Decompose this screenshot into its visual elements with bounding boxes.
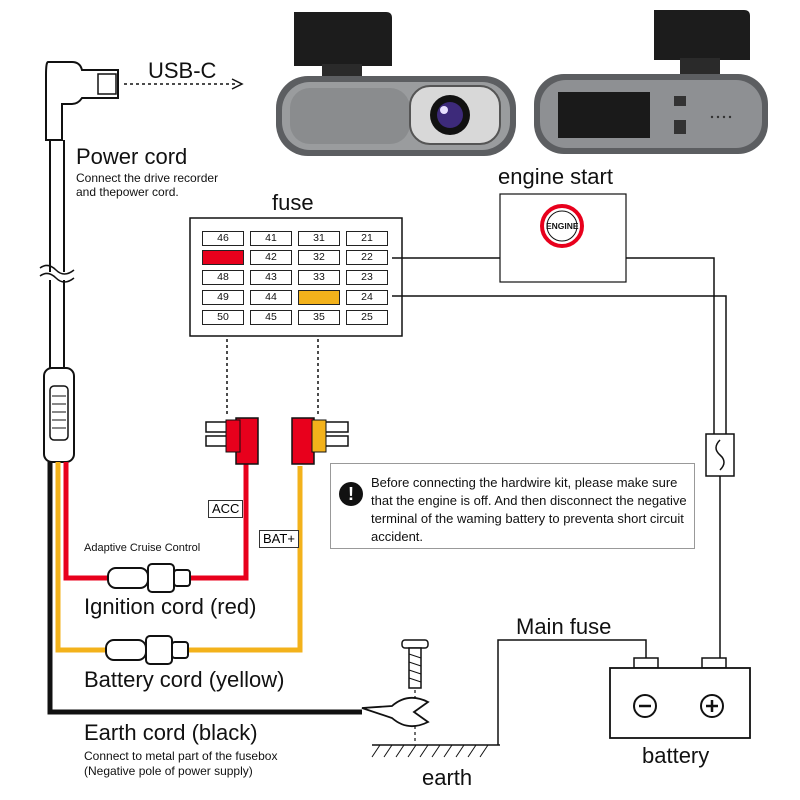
fuse-slot: 25 [346,310,388,325]
fuse-slot: 46 [202,231,244,246]
fuse-slot: 41 [250,231,292,246]
usb-c-plug-icon [45,61,119,141]
battery-icon [609,657,751,739]
fuse-slot: 50 [202,310,244,325]
engine-button-label: ENGINE [546,221,579,231]
warning-text: Before connecting the hardwire kit, plea… [371,475,687,544]
constant-circuit [392,295,727,434]
acc-tag: ACC [208,500,244,518]
battery-title: battery [642,743,710,768]
main-fuse-line [497,639,647,745]
earth-cord-desc-2: (Negative pole of power supply) [84,764,253,778]
earth-ground-icon [371,744,500,758]
screw-icon [401,639,429,689]
fuse-slot: 49 [202,290,244,305]
fuse-slot: 44 [250,290,292,305]
fuse-tap-red [205,417,259,465]
red-wire [63,462,249,581]
ignition-cord-title: Ignition cord (red) [84,594,257,619]
inline-fuse-red [107,563,191,593]
warning-icon: ! [339,482,363,506]
fuse-slot: 45 [250,310,292,325]
fuse-slot: 21 [346,231,388,246]
fuse-slot: 33 [298,270,340,285]
engine-button-icon [540,204,584,248]
fuse-box-title: fuse [272,190,314,215]
cable-junction [43,367,75,463]
engine-start-title: engine start [498,164,613,189]
dash-cam-back-icon [534,10,768,154]
fuse-slot: 22 [346,250,388,265]
power-cable [39,140,75,368]
earth-cord-desc-1: Connect to metal part of the fusebox [84,749,278,763]
warning-notice: ! Before connecting the hardwire kit, pl… [330,463,695,549]
main-fuse-title: Main fuse [516,614,612,639]
power-cord-title: Power cord [76,144,188,169]
inline-fuse-yellow [105,635,189,665]
earth-title: earth [422,765,473,790]
fuse-slot-acc-tapped [202,250,244,265]
fuse-slot: 32 [298,250,340,265]
dash-cam-front-icon [276,12,516,156]
battery-cord-title: Battery cord (yellow) [84,667,285,692]
ring-terminal-icon [361,696,430,728]
fuse-slot: 31 [298,231,340,246]
usb-c-label: USB-C [148,58,217,83]
battery-feed-fuse-icon [705,433,735,477]
ignition-caption: Adaptive Cruise Control [84,542,201,554]
power-cord-desc-1: Connect the drive recorder [76,171,219,185]
fuse-slot: 48 [202,270,244,285]
fuse-slot: 24 [346,290,388,305]
fuse-slot: 35 [298,310,340,325]
yellow-wire [55,462,303,653]
fuse-slot: 43 [250,270,292,285]
bat-tag: BAT+ [259,530,299,548]
fuse-slot: 23 [346,270,388,285]
fuse-slot: 42 [250,250,292,265]
fuse-slot-bat-tapped [298,290,340,305]
earth-cord-title: Earth cord (black) [84,720,258,745]
fuse-tap-yellow [291,417,349,465]
black-wire [47,462,362,715]
power-cord-desc-2: and thepower cord. [76,185,179,199]
